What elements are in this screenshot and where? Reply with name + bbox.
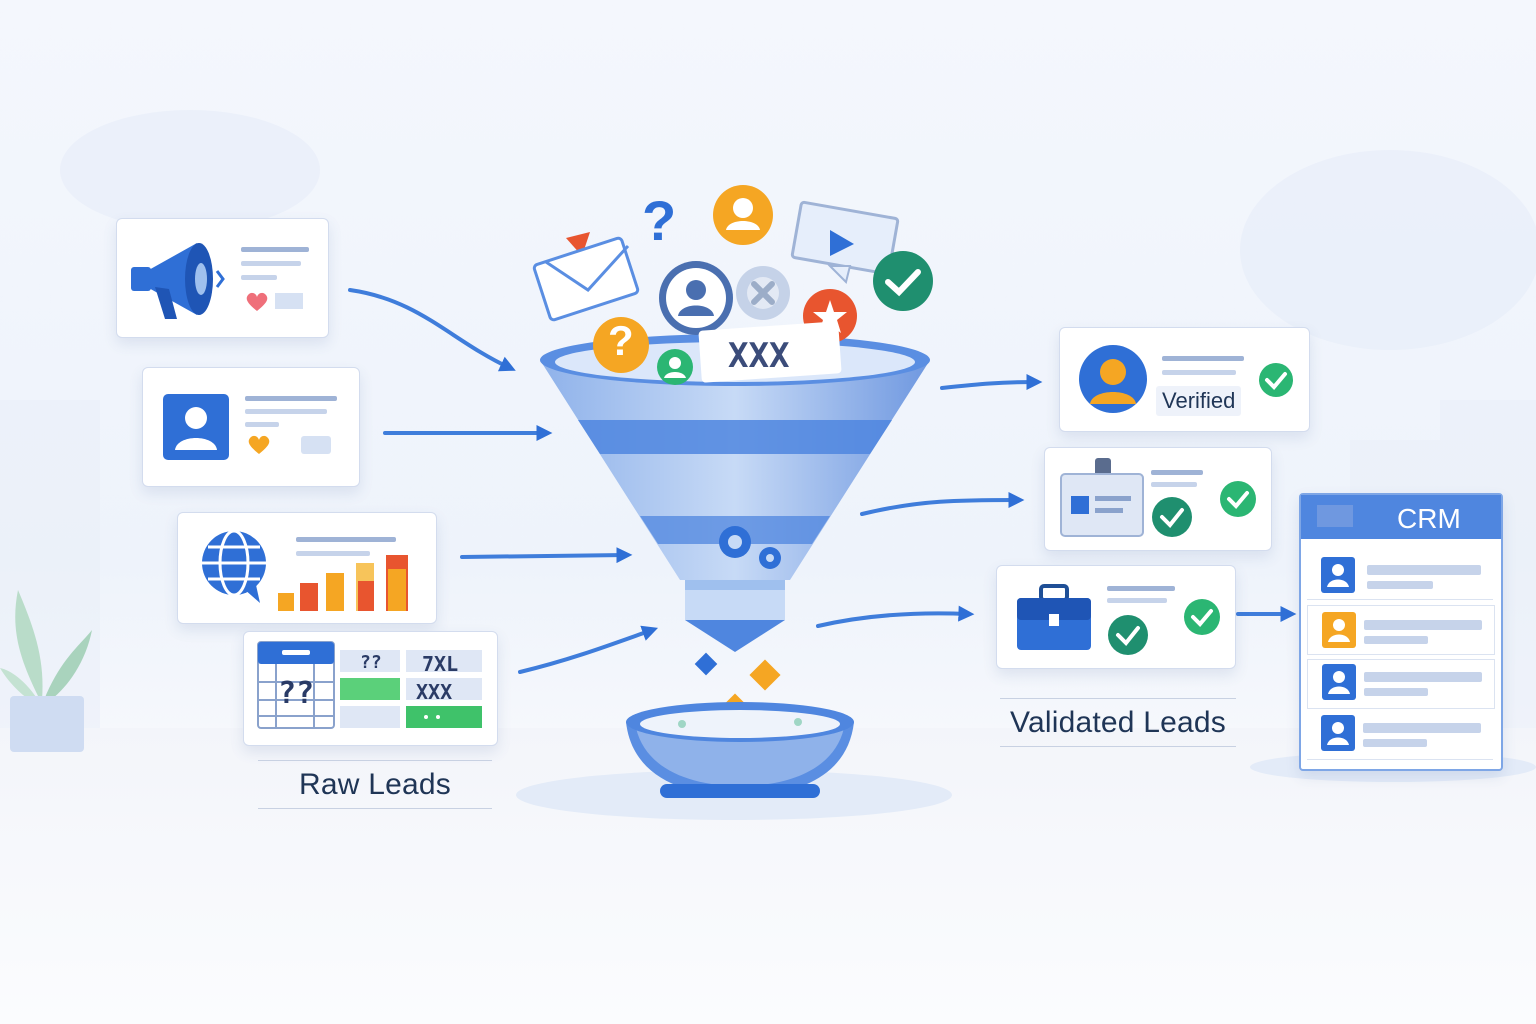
text-line bbox=[1364, 672, 1482, 682]
arrow-output-1 bbox=[940, 374, 1043, 391]
crm-row bbox=[1307, 711, 1493, 760]
id-badge-icon bbox=[1060, 458, 1144, 537]
user-icon bbox=[1321, 557, 1355, 593]
user-icon-orange bbox=[1322, 612, 1356, 648]
text-line bbox=[245, 409, 327, 414]
table-cell bbox=[340, 706, 400, 728]
text-line bbox=[1364, 620, 1482, 630]
bar-chart-icon bbox=[278, 555, 408, 611]
text-line bbox=[1363, 739, 1427, 747]
text-line bbox=[1162, 356, 1244, 361]
verified-badge: Verified bbox=[1156, 386, 1242, 416]
table-cell-code: 7XL bbox=[422, 652, 459, 676]
crm-header-block bbox=[1317, 505, 1353, 527]
table-cell-xxx: XXX bbox=[416, 680, 453, 704]
user-badge-orange-icon bbox=[713, 185, 773, 245]
label-rule bbox=[258, 808, 492, 809]
crm-panel: CRM bbox=[1299, 493, 1503, 771]
text-line bbox=[241, 275, 277, 280]
funnel-xxx-text: XXX bbox=[728, 336, 790, 376]
user-profile-icon bbox=[163, 394, 229, 460]
crm-row bbox=[1307, 605, 1495, 655]
arrow-output-2 bbox=[860, 492, 1025, 516]
validated-lead-card-id bbox=[1044, 447, 1272, 551]
text-line bbox=[1367, 581, 1433, 589]
check-circle-icon bbox=[1220, 481, 1256, 517]
megaphone-icon bbox=[131, 243, 225, 319]
check-badge-teal-icon bbox=[873, 251, 933, 311]
lead-source-card-spreadsheet: ?? ?? 7XL XXX bbox=[243, 631, 498, 746]
validated-lead-card-verified: Verified bbox=[1059, 327, 1310, 432]
text-line bbox=[241, 247, 309, 252]
crm-row bbox=[1307, 659, 1495, 709]
text-line bbox=[1107, 598, 1167, 603]
text-line bbox=[1151, 482, 1197, 487]
user-badge-green-icon bbox=[657, 349, 693, 385]
spreadsheet-icon bbox=[257, 641, 335, 729]
arrow-input-3 bbox=[460, 547, 633, 564]
arrow-input-4 bbox=[518, 625, 659, 674]
globe-icon bbox=[202, 529, 266, 603]
arrow-input-1 bbox=[348, 288, 516, 372]
text-line bbox=[1162, 370, 1236, 375]
lead-source-card-web bbox=[177, 512, 437, 624]
crm-row bbox=[1307, 551, 1493, 600]
label-rule bbox=[1000, 698, 1236, 699]
video-message-icon bbox=[790, 200, 900, 284]
text-line bbox=[1367, 565, 1481, 575]
placeholder-block bbox=[275, 293, 303, 309]
crm-title: CRM bbox=[1397, 503, 1461, 534]
lead-source-card-marketing bbox=[116, 218, 329, 338]
check-circle-teal-icon bbox=[1152, 497, 1192, 537]
table-cell-green-status bbox=[406, 706, 482, 728]
validated-lead-card-business bbox=[996, 565, 1236, 669]
check-circle-icon bbox=[1184, 599, 1220, 635]
check-circle-icon bbox=[1259, 363, 1293, 397]
text-line bbox=[241, 261, 301, 266]
label-rule bbox=[1000, 746, 1236, 747]
background-blob bbox=[60, 110, 320, 230]
lead-source-card-profile bbox=[142, 367, 360, 487]
table-cell bbox=[340, 650, 400, 672]
user-icon bbox=[1322, 664, 1356, 700]
text-line bbox=[1151, 470, 1203, 475]
arrow-output-3 bbox=[816, 605, 975, 628]
briefcase-icon bbox=[1017, 584, 1091, 650]
table-question-text: ?? bbox=[278, 676, 315, 711]
reject-gear-icon bbox=[736, 266, 790, 320]
status-dots bbox=[424, 715, 428, 719]
text-line bbox=[1364, 688, 1428, 696]
heart-icon bbox=[248, 435, 270, 454]
bowl-illustration bbox=[626, 702, 854, 798]
text-line bbox=[296, 551, 370, 556]
check-circle-teal-icon bbox=[1108, 615, 1148, 655]
gears-icon bbox=[719, 526, 781, 569]
question-mark-icon: ? bbox=[642, 189, 677, 252]
text-line bbox=[1364, 636, 1428, 644]
user-avatar-blue-icon bbox=[659, 261, 733, 335]
table-cell-question: ?? bbox=[360, 652, 382, 673]
label-rule bbox=[258, 760, 492, 761]
text-line bbox=[1363, 723, 1481, 733]
text-line bbox=[245, 422, 279, 427]
placeholder-block bbox=[301, 436, 331, 454]
text-line bbox=[245, 396, 337, 401]
table-cell bbox=[406, 678, 482, 700]
plant-illustration bbox=[0, 590, 92, 752]
user-icon bbox=[1321, 715, 1355, 751]
user-avatar-icon bbox=[1079, 345, 1147, 413]
background-blob bbox=[1240, 150, 1536, 350]
table-cell-green bbox=[340, 678, 400, 700]
heart-icon bbox=[246, 292, 268, 311]
question-badge-icon bbox=[593, 317, 649, 373]
question-badge-mark: ? bbox=[608, 317, 634, 364]
validated-leads-label: Validated Leads bbox=[1010, 706, 1226, 739]
table-cell bbox=[406, 650, 482, 672]
text-line bbox=[1107, 586, 1175, 591]
envelope-icon bbox=[532, 232, 640, 322]
raw-leads-label: Raw Leads bbox=[299, 768, 451, 801]
text-line bbox=[296, 537, 396, 542]
background-building bbox=[0, 400, 100, 730]
